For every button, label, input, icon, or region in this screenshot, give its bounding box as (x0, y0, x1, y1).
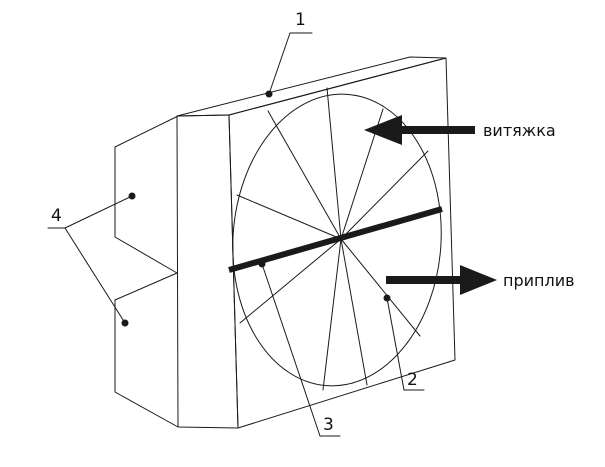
label-part-1: 1 (295, 10, 306, 30)
leader-2 (386, 297, 425, 391)
marker-dot-4a (128, 192, 136, 200)
marker-dot-4b (121, 319, 129, 327)
housing-top-face (176, 56, 447, 117)
leader-4b (64, 227, 126, 324)
rotor-disk (232, 93, 442, 387)
duct-lower (114, 272, 179, 428)
supply-arrow (386, 265, 497, 295)
leader-1 (268, 32, 313, 95)
marker-dot-3 (258, 260, 266, 268)
leader-3 (261, 263, 341, 437)
marker-dot-1 (265, 90, 273, 98)
housing-left-face (176, 114, 239, 429)
label-supply: приплив (503, 271, 575, 290)
label-part-2: 2 (407, 370, 418, 390)
label-part-3: 3 (323, 415, 334, 435)
rotor-spokes (236, 87, 429, 391)
marker-dot-2 (383, 294, 391, 302)
duct-upper (114, 115, 179, 274)
exhaust-arrow (364, 115, 475, 145)
label-part-4: 4 (51, 206, 62, 226)
drive-shaft (228, 206, 443, 273)
label-exhaust: витяжка (483, 121, 556, 140)
